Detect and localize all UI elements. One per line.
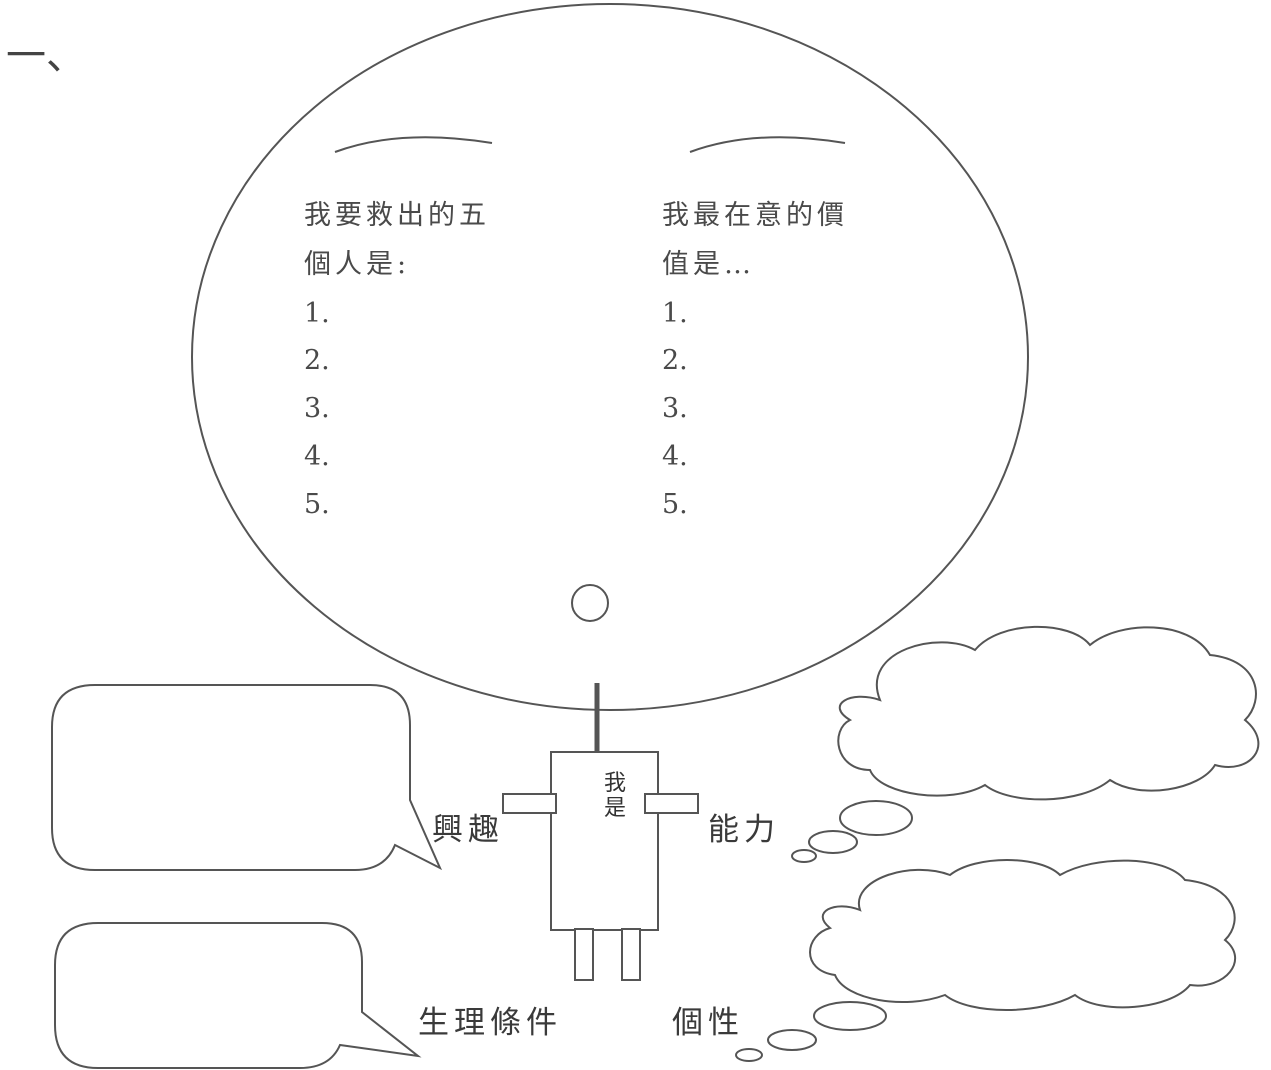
section-number: 一、 [6,33,86,79]
interest-label: 興趣 [432,812,504,848]
left-list-heading-line2: 個人是: [304,249,411,280]
physical-label: 生理條件 [418,1005,562,1041]
left-list-item: 2. [304,345,330,376]
right-list-item: 3. [662,393,688,424]
left-list-item: 5. [304,489,330,520]
physical-speech-bubble [54,922,422,1069]
ability-thought-dot-2 [808,830,858,854]
ability-thought-cloud [837,625,1260,801]
personality-thought-dot-3 [735,1048,763,1062]
figure-body-text-line1: 我 [603,771,626,796]
personality-thought-cloud [809,859,1237,1011]
figure-left-arm [502,793,557,814]
ability-label: 能力 [708,812,780,848]
right-list-item: 5. [662,489,688,520]
left-list-item: 3. [304,393,330,424]
personality-thought-dot-2 [767,1029,817,1051]
figure-left-leg [574,928,594,981]
figure-body-text-line2: 是 [603,796,626,821]
left-list-heading-line1: 我要救出的五 [304,200,490,231]
interest-speech-bubble [51,684,443,871]
left-eyebrow [334,136,493,153]
personality-label: 個性 [672,1005,744,1041]
right-list-heading-line2: 值是… [662,249,755,280]
right-list-heading-line1: 我最在意的價 [662,200,848,231]
right-list-item: 4. [662,441,688,472]
right-list-item: 2. [662,345,688,376]
ability-thought-dot-1 [839,800,913,836]
nose-circle [571,584,609,622]
thought-head-circle [191,3,1029,711]
personality-thought-dot-1 [813,1001,887,1031]
figure-right-arm [644,793,699,814]
right-list-item: 1. [662,298,688,329]
figure-right-leg [621,928,641,981]
left-list-item: 1. [304,298,330,329]
ability-thought-dot-3 [791,849,817,863]
right-eyebrow [689,136,846,153]
figure-body [550,751,659,931]
left-list-item: 4. [304,441,330,472]
